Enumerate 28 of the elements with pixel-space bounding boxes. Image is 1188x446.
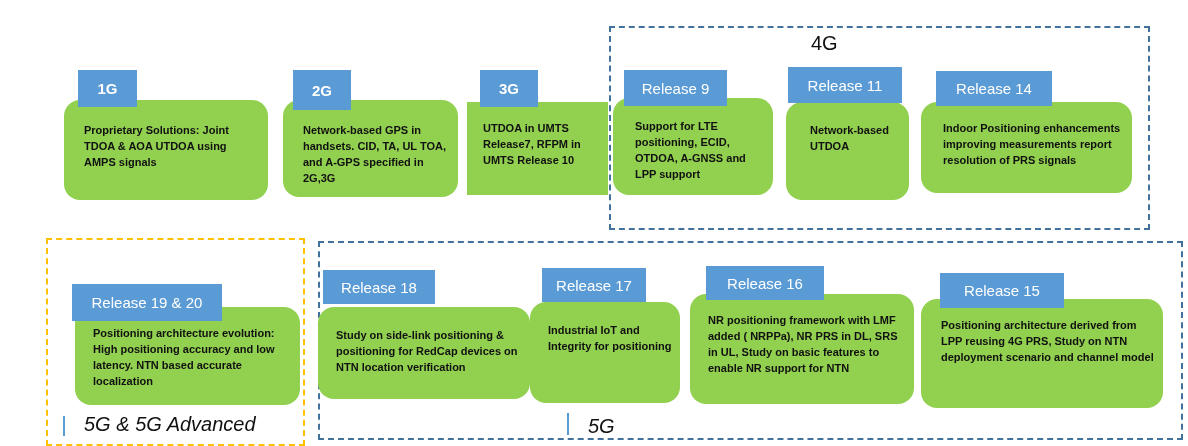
description-box: Industrial IoT and Integrity for positioning xyxy=(530,302,680,403)
release-tab: Release 16 xyxy=(706,266,824,300)
release-tab: Release 15 xyxy=(940,273,1064,308)
description-box: Positioning architecture evolution: High positioning accuracy and low latency. NTN based accurate localization xyxy=(75,307,300,405)
group-frame xyxy=(609,26,1150,230)
group-label: 4G xyxy=(811,32,838,55)
description-box: NR positioning framework with LMF added ( NRPPa), NR PRS in DL, SRS in UL, Study on basic features to enable NR support for NTN xyxy=(690,294,914,404)
description-box: Proprietary Solutions: Joint TDOA & AOA UTDOA using AMPS signals xyxy=(64,100,268,200)
description-box: Support for LTE positioning, ECID, OTDOA, A-GNSS and LPP support xyxy=(613,98,773,195)
release-tab: Release 18 xyxy=(323,270,435,304)
group-frame xyxy=(46,238,305,446)
release-tab: Release 17 xyxy=(542,268,646,302)
description-box: Study on side-link positioning & positioning for RedCap devices on NTN location verification xyxy=(318,307,530,399)
release-tab: 2G xyxy=(293,70,351,110)
group-label: 5G & 5G Advanced xyxy=(84,413,256,436)
release-tab: Release 19 & 20 xyxy=(72,284,222,321)
release-tab: 1G xyxy=(78,70,137,107)
release-tab: Release 14 xyxy=(936,71,1052,106)
release-tab: 3G xyxy=(480,70,538,107)
description-box: Indoor Positioning enhancements improving measurements report resolution of PRS signals xyxy=(921,102,1132,193)
description-box: UTDOA in UMTS Release7, RFPM in UMTS Release 10 xyxy=(467,102,608,195)
release-tab: Release 11 xyxy=(788,67,902,103)
description-box: Network-based GPS in handsets. CID, TA, UL TOA, and A-GPS specified in 2G,3G xyxy=(283,100,458,197)
description-box: Network-based UTDOA xyxy=(786,102,909,200)
release-tab: Release 9 xyxy=(624,70,727,106)
description-box: Positioning architecture derived from LPP reusing 4G PRS, Study on NTN deployment scenario and channel model xyxy=(921,299,1163,408)
group-label: 5G xyxy=(588,415,615,438)
group-frame xyxy=(318,241,1183,440)
